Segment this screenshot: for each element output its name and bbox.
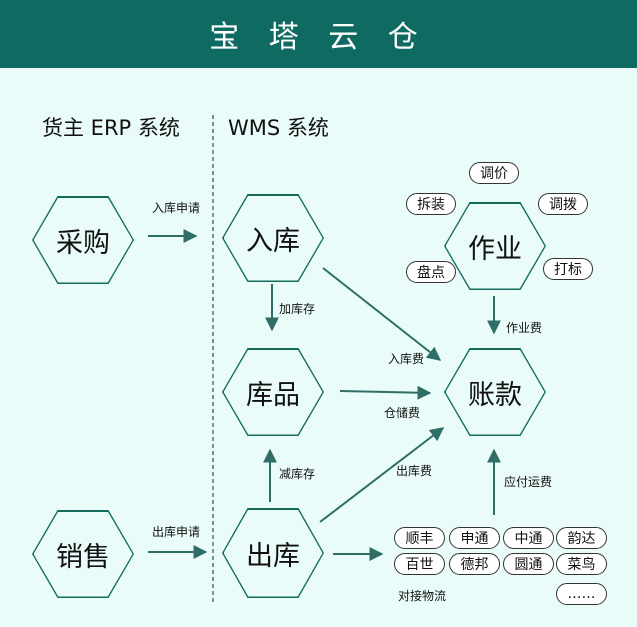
node-inbound: 入库: [222, 194, 324, 282]
node-outbound-label: 出库: [223, 509, 323, 597]
node-outbound: 出库: [222, 508, 324, 598]
carrier-tag: 百世: [394, 553, 445, 575]
edge-label-inbound-request: 入库申请: [152, 201, 201, 215]
operation-tag: 拆装: [406, 193, 456, 215]
app-title: 宝 塔 云 仓: [209, 20, 428, 55]
edge-label-outbound-fee: 出库费: [396, 464, 433, 478]
carrier-tag: 菜鸟: [556, 553, 607, 575]
operation-tag: 调价: [469, 162, 519, 184]
edge-inbound-accounts: [322, 267, 442, 361]
node-sales: 销售: [32, 510, 134, 598]
carrier-tag: 顺丰: [394, 527, 445, 549]
node-sales-label: 销售: [33, 511, 133, 597]
edge-label-inbound-fee: 入库费: [388, 352, 425, 366]
edge-outbound-accounts: [319, 427, 445, 523]
carrier-tag: 韵达: [556, 527, 607, 549]
edge-inventory-accounts: [339, 385, 432, 400]
edge-label-connect-logistics: 对接物流: [398, 589, 447, 603]
edge-label-add-stock: 加库存: [279, 302, 316, 316]
edge-label-operation-fee: 作业费: [506, 321, 543, 335]
operation-tag: 盘点: [406, 261, 456, 283]
wms-section-title: WMS 系统: [228, 116, 329, 140]
node-operations: 作业: [444, 202, 546, 290]
carrier-tag: 德邦: [449, 553, 500, 575]
edge-label-outbound-request: 出库申请: [152, 525, 201, 539]
header-banner: 宝 塔 云 仓: [0, 0, 637, 68]
edge-label-freight-payable: 应付运费: [504, 475, 553, 489]
operation-tag: 打标: [543, 258, 593, 280]
carrier-tag: 中通: [503, 527, 554, 549]
carrier-tag: 圆通: [503, 553, 554, 575]
carrier-tag-more: ……: [556, 583, 607, 605]
edge-label-storage-fee: 仓储费: [384, 406, 421, 420]
operation-tag: 调拨: [538, 193, 588, 215]
carrier-tag: 申通: [449, 527, 500, 549]
erp-section-title: 货主 ERP 系统: [42, 116, 180, 140]
node-purchase: 采购: [32, 196, 134, 284]
edge-label-reduce-stock: 减库存: [279, 467, 316, 481]
